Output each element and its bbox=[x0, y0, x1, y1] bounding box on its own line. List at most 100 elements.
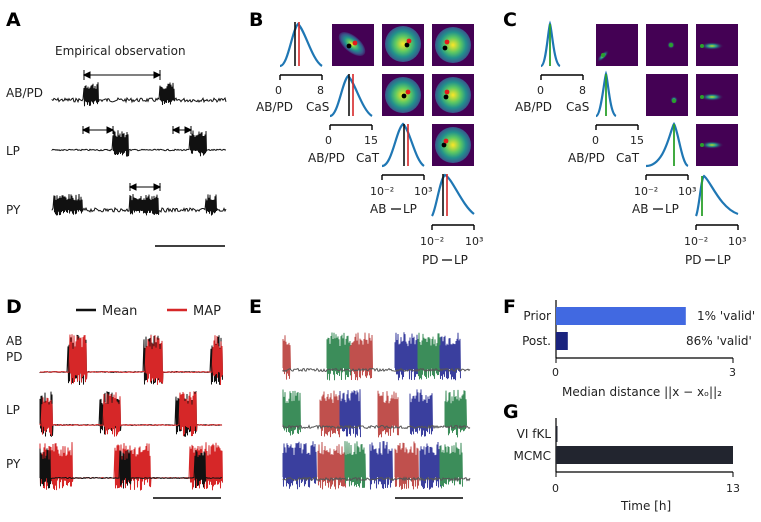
e-row-3-3 bbox=[369, 441, 393, 490]
c-marginal-density-3 bbox=[645, 122, 689, 168]
c-point bbox=[700, 95, 704, 99]
panel-d-traces bbox=[39, 334, 223, 491]
c-axis-right-4: LP bbox=[717, 253, 731, 267]
panel-b: 0 8 AB/PD CaS 0 15 AB/PD CaT 10⁻² 10³ AB… bbox=[256, 22, 483, 267]
legend-map-label: MAP bbox=[193, 304, 221, 319]
g-bar-mcmc bbox=[556, 446, 733, 464]
g-tick-label-13: 13 bbox=[726, 482, 740, 495]
f-annotation-post: 86% 'valid' bbox=[686, 334, 752, 348]
b-mean-dot bbox=[442, 45, 448, 51]
g-bar-vifkl bbox=[556, 426, 558, 442]
panel-letter-e: E bbox=[249, 296, 262, 318]
b-tick-hi-2: 15 bbox=[364, 134, 378, 147]
c-point bbox=[700, 44, 704, 48]
b-heatmap-blob bbox=[385, 26, 421, 62]
b-axis-right-2: CaT bbox=[356, 151, 380, 165]
e-row-1-0 bbox=[282, 335, 291, 380]
g-x-label: Time [h] bbox=[620, 499, 671, 513]
f-bar-prior bbox=[556, 307, 686, 325]
b-tick-hi-3: 10³ bbox=[414, 185, 432, 198]
c-tick-lo-4: 10⁻² bbox=[684, 235, 708, 248]
trace-label-lp: LP bbox=[6, 144, 20, 158]
d-trace-py-mean bbox=[39, 448, 223, 489]
c-axis-right-2: CaT bbox=[616, 151, 640, 165]
c-heatmap-blob bbox=[700, 141, 724, 149]
c-tick-lo-2: 0 bbox=[592, 134, 599, 147]
b-axis-right-4: LP bbox=[454, 253, 468, 267]
e-row-2-5 bbox=[444, 389, 467, 438]
b-marginal-density-4 bbox=[431, 173, 475, 217]
c-tick-hi-3: 10³ bbox=[678, 185, 696, 198]
a-trace-lp bbox=[51, 130, 227, 157]
c-heatmap-blob bbox=[700, 42, 724, 50]
panel-d: Mean MAP AB PD LP PY bbox=[6, 304, 223, 499]
b-tick-lo-2: 0 bbox=[325, 134, 332, 147]
e-row-3-2 bbox=[344, 441, 366, 488]
b-tick-lo-1: 0 bbox=[275, 84, 282, 97]
b-map-dot bbox=[444, 89, 450, 95]
e-row-1-3 bbox=[394, 332, 419, 381]
f-tick-label-0: 0 bbox=[552, 366, 559, 379]
f-tick-label-3: 3 bbox=[729, 366, 736, 379]
f-annotation-prior: 1% 'valid' bbox=[697, 309, 755, 323]
c-marginal-axes bbox=[540, 74, 739, 230]
e-row-2-3 bbox=[377, 390, 399, 438]
b-marginal-density-3 bbox=[381, 122, 425, 168]
b-tick-hi-1: 8 bbox=[317, 84, 324, 97]
b-heatmap-blob bbox=[435, 127, 471, 163]
c-tick-hi-2: 15 bbox=[630, 134, 644, 147]
f-label-prior: Prior bbox=[523, 309, 551, 323]
trace-label-py: PY bbox=[6, 203, 21, 217]
panel-a-interval-arrows bbox=[81, 70, 193, 191]
panel-letter-b: B bbox=[249, 9, 263, 31]
c-tick-hi-1: 8 bbox=[579, 84, 586, 97]
b-axis-left-4: PD bbox=[422, 253, 438, 267]
c-axis-left-1: AB/PD bbox=[515, 100, 552, 114]
panel-a-title: Empirical observation bbox=[55, 44, 186, 58]
panel-e bbox=[282, 332, 471, 499]
g-label-vifkl: VI fKL bbox=[517, 427, 552, 441]
c-tick-lo-1: 0 bbox=[537, 84, 544, 97]
e-row-2-baseline bbox=[282, 423, 471, 430]
f-x-label: Median distance ||x − xₒ||₂ bbox=[562, 385, 722, 399]
g-label-mcmc: MCMC bbox=[514, 449, 551, 463]
b-tick-lo-3: 10⁻² bbox=[370, 185, 394, 198]
b-mean-dot bbox=[346, 43, 352, 49]
b-tick-hi-4: 10³ bbox=[465, 235, 483, 248]
f-bar-post bbox=[556, 332, 568, 350]
e-row-1-1 bbox=[326, 332, 351, 381]
c-axis-left-3: AB bbox=[632, 202, 648, 216]
c-axis-right-3: LP bbox=[665, 202, 679, 216]
b-mean-dot bbox=[404, 42, 410, 48]
e-row-3-baseline bbox=[282, 476, 471, 482]
d-trace-abpd-map bbox=[39, 334, 223, 386]
e-row-3-0 bbox=[282, 441, 317, 490]
d-trace-lp-map bbox=[39, 391, 223, 437]
b-map-dot bbox=[405, 89, 411, 95]
a-trace-abpd bbox=[51, 82, 227, 107]
panel-a-traces bbox=[51, 82, 227, 216]
d-trace-label-py: PY bbox=[6, 457, 21, 471]
f-label-post: Post. bbox=[522, 334, 551, 348]
b-mean-dot bbox=[401, 93, 407, 99]
b-marginal-axes bbox=[279, 74, 475, 230]
b-mean-dot bbox=[443, 94, 449, 100]
b-tick-lo-4: 10⁻² bbox=[420, 235, 444, 248]
b-axis-right-3: LP bbox=[403, 202, 417, 216]
g-tick-label-0: 0 bbox=[552, 482, 559, 495]
b-map-dot bbox=[443, 138, 449, 144]
e-row-2-0 bbox=[282, 389, 301, 436]
panel-c: 0 8 AB/PD CaS 0 15 AB/PD CaT 10⁻² 10³ AB… bbox=[515, 20, 746, 267]
c-heatmap-blob bbox=[700, 93, 724, 101]
c-point bbox=[672, 99, 676, 103]
e-row-1-5 bbox=[439, 332, 461, 381]
d-trace-abpd-mean bbox=[39, 334, 223, 385]
b-axis-left-1: AB/PD bbox=[256, 100, 293, 114]
b-map-dot bbox=[352, 40, 358, 46]
a-trace-py bbox=[51, 193, 227, 216]
b-mean-dot bbox=[441, 142, 447, 148]
panel-letter-a: A bbox=[6, 9, 21, 31]
b-marginal-density-1 bbox=[279, 22, 323, 68]
c-point bbox=[669, 43, 673, 47]
panel-f: Prior Post. 1% 'valid' 86% 'valid' 0 3 M… bbox=[522, 300, 755, 399]
